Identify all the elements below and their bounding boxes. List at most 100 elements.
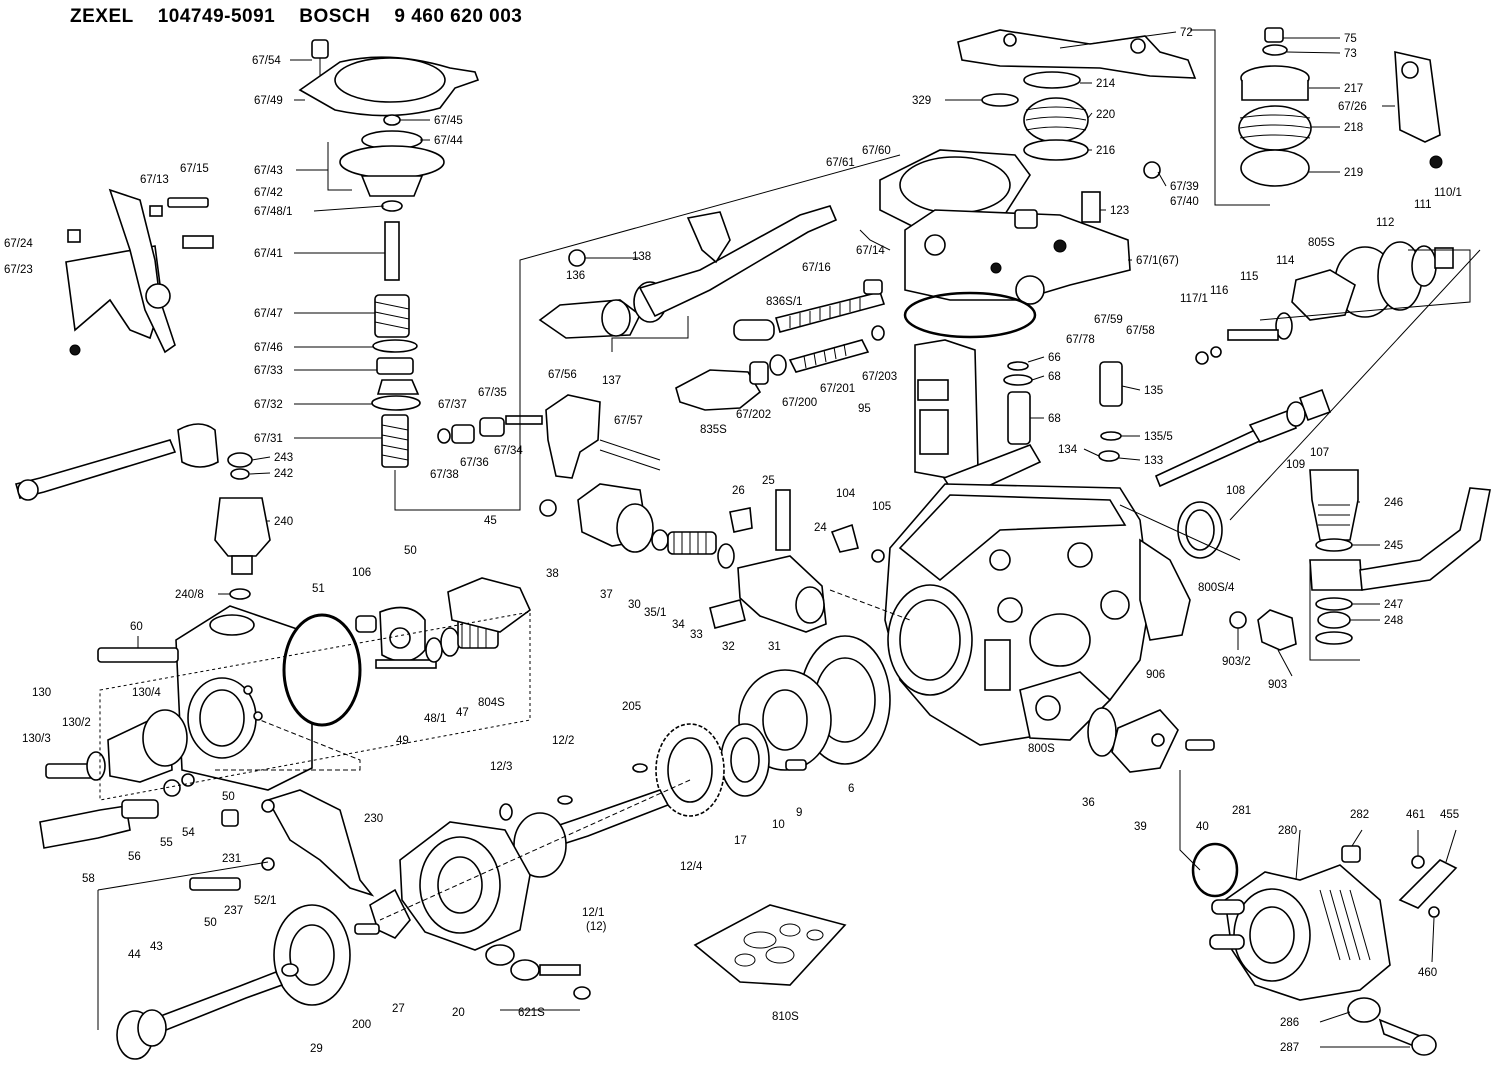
label-67-202: 67/202 bbox=[736, 409, 771, 421]
o-ring-51 bbox=[282, 613, 362, 727]
adjusting-screw-group-130 bbox=[39, 709, 195, 849]
label-280: 280 bbox=[1278, 825, 1297, 837]
label-50c: 50 bbox=[204, 917, 217, 929]
label-810S: 810S bbox=[772, 1011, 799, 1023]
label-54: 54 bbox=[182, 827, 195, 839]
label-72: 72 bbox=[1180, 27, 1193, 39]
spring-stack-214-216 bbox=[981, 71, 1161, 223]
label-32: 32 bbox=[722, 641, 735, 653]
label-67-32: 67/32 bbox=[254, 399, 283, 411]
label-67-56: 67/56 bbox=[548, 369, 577, 381]
main-pump-housing bbox=[884, 483, 1191, 746]
label-287: 287 bbox=[1280, 1042, 1299, 1054]
label-214: 214 bbox=[1096, 78, 1116, 90]
label-67-15: 67/15 bbox=[180, 163, 209, 175]
label-67-201: 67/201 bbox=[820, 383, 855, 395]
governor-shaft-805S bbox=[1195, 269, 1356, 365]
label-245: 245 bbox=[1384, 540, 1403, 552]
label-67-13: 67/13 bbox=[140, 174, 169, 186]
label-835S: 835S bbox=[700, 424, 727, 436]
label-67-26: 67/26 bbox=[1338, 101, 1367, 113]
label-107: 107 bbox=[1310, 447, 1329, 459]
governor-cover-housing bbox=[879, 149, 1131, 339]
linkage-plate-230 bbox=[221, 789, 375, 897]
label-218: 218 bbox=[1344, 122, 1363, 134]
label-286: 286 bbox=[1280, 1017, 1299, 1029]
label-67-61: 67/61 bbox=[826, 157, 855, 169]
label-220: 220 bbox=[1096, 109, 1115, 121]
label-282: 282 bbox=[1350, 809, 1369, 821]
label-136: 136 bbox=[566, 270, 585, 282]
boost-compensator-stack bbox=[298, 39, 480, 468]
label-248: 248 bbox=[1384, 615, 1403, 627]
bracket-67-26 bbox=[1394, 50, 1443, 169]
label-104: 104 bbox=[836, 488, 856, 500]
label-67-37: 67/37 bbox=[438, 399, 467, 411]
pump-head-housing bbox=[175, 605, 313, 791]
lever-bracket-assembly bbox=[65, 188, 214, 356]
spring-stack-217-219 bbox=[1238, 27, 1312, 187]
label-67-43: 67/43 bbox=[254, 165, 283, 177]
label-6: 6 bbox=[848, 783, 854, 795]
label-67-54: 67/54 bbox=[252, 55, 281, 67]
label-117-1: 117/1 bbox=[1180, 293, 1208, 305]
shaft-and-washers-43-44 bbox=[116, 970, 284, 1060]
label-35-1: 35/1 bbox=[644, 607, 666, 619]
label-67-203: 67/203 bbox=[862, 371, 897, 383]
label-112: 112 bbox=[1376, 217, 1394, 229]
maker-bosch: BOSCH bbox=[299, 6, 371, 27]
label-27: 27 bbox=[392, 1003, 405, 1015]
label-58: 58 bbox=[82, 873, 95, 885]
label-135: 135 bbox=[1144, 385, 1163, 397]
label-12-1-paren: (12) bbox=[586, 921, 607, 933]
label-137: 137 bbox=[602, 375, 621, 387]
label-67-31: 67/31 bbox=[254, 433, 283, 445]
label-133: 133 bbox=[1144, 455, 1163, 467]
governor-drive-gear bbox=[1334, 241, 1454, 318]
gasket-800S-4 bbox=[1177, 501, 1223, 559]
label-50a: 50 bbox=[404, 545, 417, 557]
part-number-bosch: 9 460 620 003 bbox=[394, 6, 523, 27]
label-135-5: 135/5 bbox=[1144, 431, 1173, 443]
label-67-38: 67/38 bbox=[430, 469, 459, 481]
label-205: 205 bbox=[622, 701, 641, 713]
cover-plate-29 bbox=[189, 877, 351, 1006]
label-109: 109 bbox=[1286, 459, 1305, 471]
label-67-58: 67/58 bbox=[1126, 325, 1155, 337]
label-231: 231 bbox=[222, 853, 241, 865]
label-281: 281 bbox=[1232, 805, 1251, 817]
label-47: 47 bbox=[456, 707, 469, 719]
label-50b: 50 bbox=[222, 791, 235, 803]
label-12-1: 12/1 bbox=[582, 907, 604, 919]
maker-zexel: ZEXEL bbox=[70, 6, 134, 27]
label-67-34: 67/34 bbox=[494, 445, 523, 457]
stop-solenoid-group bbox=[15, 423, 271, 600]
label-67-1167: 67/1(67) bbox=[1136, 255, 1179, 267]
label-10: 10 bbox=[772, 819, 785, 831]
label-45: 45 bbox=[484, 515, 497, 527]
label-105: 105 bbox=[872, 501, 891, 513]
plug-903 bbox=[1229, 609, 1297, 651]
label-110-1: 110/1 bbox=[1434, 187, 1462, 199]
label-29: 29 bbox=[310, 1043, 323, 1055]
label-130-2: 130/2 bbox=[62, 717, 91, 729]
label-26: 26 bbox=[732, 485, 745, 497]
label-123: 123 bbox=[1110, 205, 1129, 217]
label-44: 44 bbox=[128, 949, 141, 961]
label-67-47: 67/47 bbox=[254, 308, 283, 320]
label-68b: 68 bbox=[1048, 413, 1061, 425]
label-43: 43 bbox=[150, 941, 163, 953]
label-230: 230 bbox=[364, 813, 383, 825]
end-plate-36-39 bbox=[1087, 707, 1215, 773]
label-243: 243 bbox=[274, 452, 293, 464]
label-67-23: 67/23 bbox=[4, 264, 33, 276]
delivery-valve-parts bbox=[97, 577, 531, 669]
label-67-60: 67/60 bbox=[862, 145, 891, 157]
timer-piston-group bbox=[539, 483, 885, 633]
label-800S-4: 800S/4 bbox=[1198, 582, 1235, 594]
leader-lines bbox=[137, 31, 1457, 1048]
part-number-zexel: 104749-5091 bbox=[157, 6, 276, 27]
label-115: 115 bbox=[1240, 271, 1258, 283]
label-67-48-1: 67/48/1 bbox=[254, 206, 292, 218]
